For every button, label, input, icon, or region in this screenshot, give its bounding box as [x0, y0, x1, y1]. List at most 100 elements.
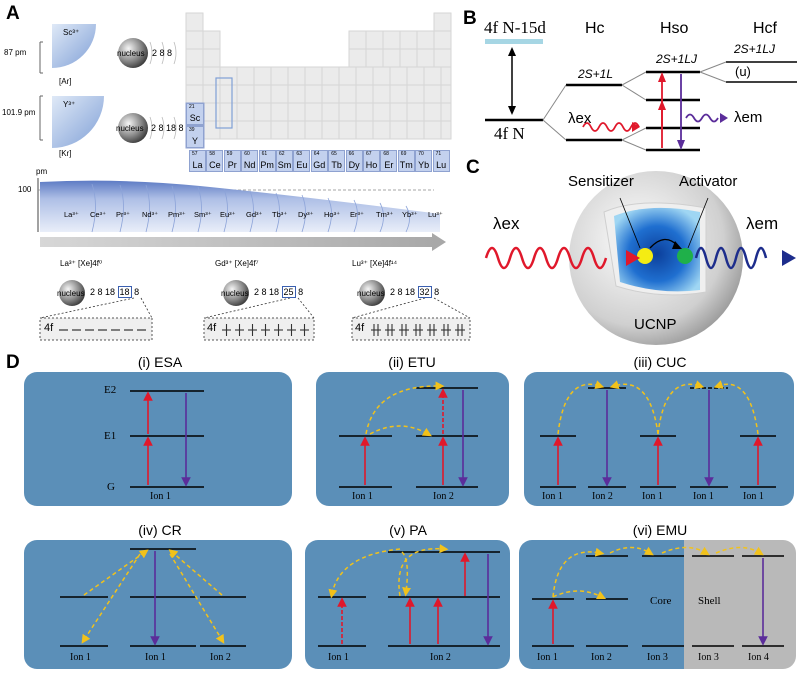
title-cuc: (iii) CUC — [633, 354, 687, 370]
title-emu: (vi) EMU — [632, 522, 688, 538]
ion-label: Ion 2 — [592, 491, 613, 502]
sensitizer-dot — [637, 248, 653, 264]
orbital-label-lu: 4f — [355, 322, 365, 334]
ion-label: Ion 1 — [537, 652, 558, 663]
hso-label: Hso — [660, 20, 689, 37]
activator-dot — [677, 248, 693, 264]
ion-radius-label: Eu³⁺ — [220, 210, 236, 219]
ion-radius-label: Tb³⁺ — [272, 210, 288, 219]
sensitizer-label: Sensitizer — [568, 173, 634, 190]
ion-radius-label: Ce³⁺ — [90, 210, 107, 219]
ion-label: Ion 2 — [433, 491, 454, 502]
ion-radius-label: Lu³⁺ — [428, 210, 443, 219]
y-shells: 2 8 18 8 — [151, 123, 184, 133]
ion-radius-label: Dy³⁺ — [298, 210, 314, 219]
title-esa: (i) ESA — [137, 354, 183, 370]
ion-label: Ion 2 — [591, 652, 612, 663]
ion-label: Ion 1 — [150, 491, 171, 502]
ionic-radius-band — [40, 180, 440, 232]
pm-tick-100: 100 — [18, 185, 32, 194]
title-etu: (ii) ETU — [388, 354, 436, 370]
panel-label-c: C — [466, 157, 480, 178]
orbital-label-la: 4f — [44, 322, 54, 334]
lambda-em-c: λem — [746, 214, 779, 233]
y-config-label: [Kr] — [59, 149, 72, 158]
ion-radius-label: Tm³⁺ — [376, 210, 394, 219]
ion-label: Ion 2 — [210, 652, 231, 663]
ion-label: Ion 4 — [748, 652, 769, 663]
sc-nucleus-ball — [118, 38, 148, 68]
upper-4f5d-band — [485, 39, 543, 44]
ion-label: Ion 1 — [642, 491, 663, 502]
ucnp-label: UCNP — [634, 316, 677, 333]
term-hc: 2S+1L — [578, 67, 614, 81]
ion-label: Ion 1 — [542, 491, 563, 502]
cr-panel — [24, 540, 292, 669]
y-ion-label: Y³⁺ — [63, 100, 76, 109]
sc-ion-label: Sc³⁺ — [63, 28, 80, 37]
config-la-nucleus: nucleus — [57, 289, 85, 298]
title-pa: (v) PA — [389, 522, 427, 538]
emission-wave-c — [694, 246, 768, 270]
ion-label: Ion 1 — [743, 491, 764, 502]
level-g: G — [107, 481, 115, 493]
ion-label: Ion 1 — [145, 652, 166, 663]
ion-radius-label: Pr³⁺ — [116, 210, 130, 219]
ion-label: Ion 3 — [647, 652, 668, 663]
config-la-shells: 2 8 18 18 8 — [90, 286, 140, 298]
config-lu-ion: Lu³⁺ [Xe]4f¹⁴ — [352, 259, 398, 268]
trend-arrow — [40, 233, 446, 251]
title-cr: (iv) CR — [138, 522, 182, 538]
ion-radius-label: Er³⁺ — [350, 210, 364, 219]
ion-radius-label: Gd³⁺ — [246, 210, 263, 219]
ion-radius-label: Pm³⁺ — [168, 210, 186, 219]
excitation-wave — [582, 122, 640, 132]
panel-label-b: B — [463, 8, 477, 29]
emu-shell-panel — [684, 540, 796, 669]
sc-ion-quarter — [52, 24, 96, 68]
sc-shells: 2 8 8 — [152, 48, 173, 58]
ucnp-core — [614, 207, 700, 292]
lambda-em-b: λem — [734, 109, 763, 126]
half-filled-orbitals — [222, 324, 309, 336]
term-hso: 2S+1LJ — [656, 52, 698, 66]
panel-label-a: A — [6, 3, 20, 24]
u-label: (u) — [735, 64, 751, 79]
shell-box-lu: 32 — [417, 286, 432, 298]
level-e1: E1 — [104, 430, 117, 442]
ion-label: Ion 1 — [70, 652, 91, 663]
upper-level-label: 4f N-15d — [484, 18, 546, 37]
level-e2: E2 — [104, 384, 117, 396]
etu-panel — [316, 372, 509, 506]
sc-nucleus-label: nucleus — [117, 49, 145, 58]
ground-level-label: 4f N — [494, 124, 525, 143]
periodic-grid-lines — [202, 67, 442, 139]
hcf-label: Hcf — [753, 20, 777, 37]
config-gd-shells: 2 8 18 25 8 — [254, 286, 304, 298]
y-nucleus-ball — [118, 113, 148, 143]
y-radius-label: 101.9 pm — [2, 108, 36, 117]
full-orbitals — [371, 324, 465, 336]
excitation-wave-c — [484, 246, 608, 270]
ion-label: Ion 1 — [352, 491, 373, 502]
term-hcf: 2S+1LJ — [734, 42, 776, 56]
